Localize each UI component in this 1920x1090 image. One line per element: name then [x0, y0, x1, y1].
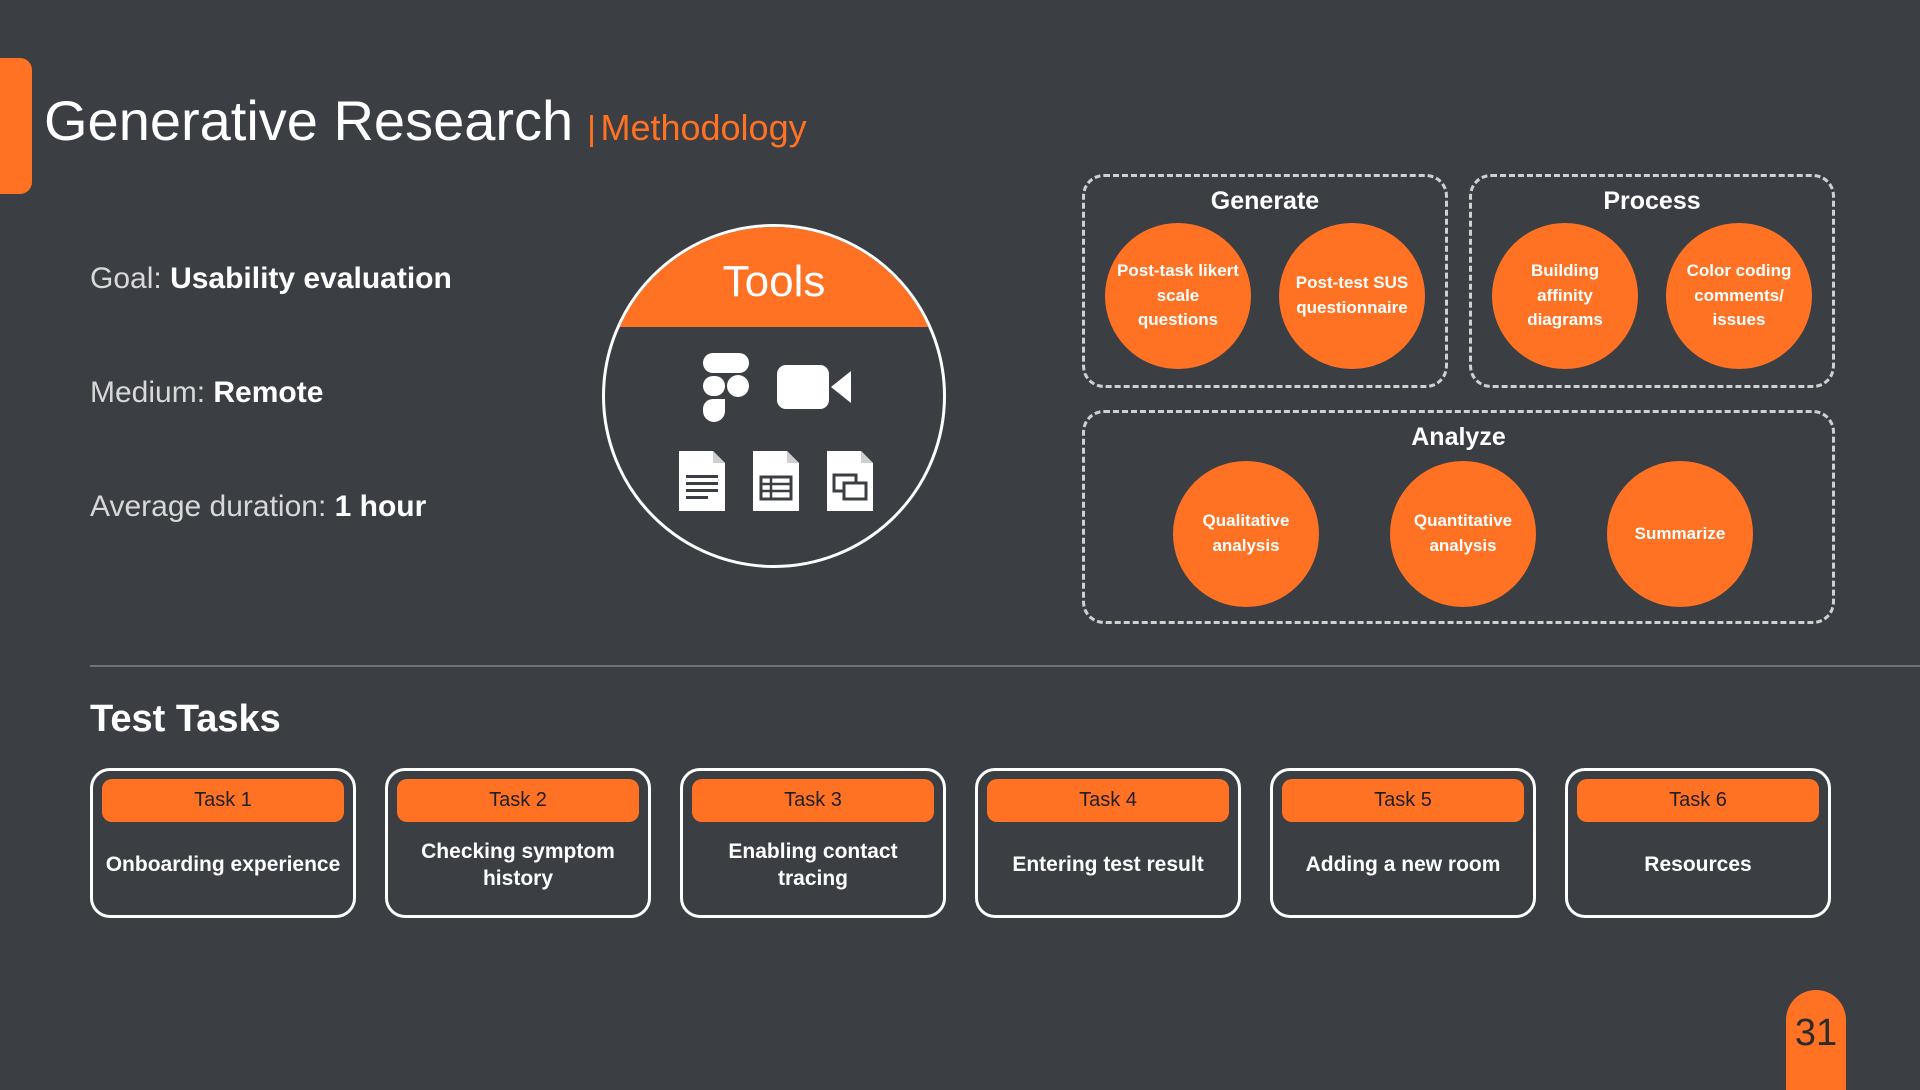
tools-panel: Tools [602, 224, 946, 568]
fact-value: 1 hour [334, 490, 427, 523]
page-title: Generative Research | Methodology [44, 88, 807, 153]
task-tag: Task 2 [397, 779, 639, 822]
process-item: Color coding comments/ issues [1666, 223, 1812, 369]
task-description: Enabling contact tracing [728, 839, 898, 890]
analyze-item: Quantitative analysis [1390, 461, 1536, 607]
process-item: Building affinity diagrams [1492, 223, 1638, 369]
task-description: Adding a new room [1305, 853, 1501, 877]
task-description: Resources [1644, 853, 1752, 877]
task-description: Checking symptom history [421, 839, 615, 890]
page-subtitle: Methodology [600, 107, 807, 148]
task-card-4: Task 4 Entering test result [975, 768, 1241, 918]
fact-medium: Medium: Remote [90, 376, 452, 490]
task-card-3: Task 3 Enabling contact tracing [680, 768, 946, 918]
task-tag: Task 3 [692, 779, 934, 822]
tools-header: Tools [605, 227, 943, 327]
analyze-item: Summarize [1607, 461, 1753, 607]
accent-tab [0, 58, 32, 194]
title-separator: | [587, 110, 596, 148]
generate-box: Generate Post-task likert scale question… [1082, 174, 1448, 388]
tools-title: Tools [722, 257, 826, 306]
figma-icon [703, 353, 749, 422]
page-number: 31 [1786, 990, 1846, 1090]
test-tasks-title: Test Tasks [90, 698, 281, 740]
facts-list: Goal: Usability evaluation Medium: Remot… [90, 262, 452, 604]
task-card-6: Task 6 Resources [1565, 768, 1831, 918]
task-description: Entering test result [1012, 853, 1204, 877]
task-tag: Task 6 [1577, 779, 1819, 822]
generate-item: Post-test SUS questionnaire [1279, 223, 1425, 369]
task-tag: Task 4 [987, 779, 1229, 822]
generate-item: Post-task likert scale questions [1105, 223, 1251, 369]
slides-icon [827, 451, 873, 511]
fact-label: Average duration: [90, 490, 327, 523]
fact-goal: Goal: Usability evaluation [90, 262, 452, 376]
analyze-title: Analyze [1411, 423, 1506, 451]
task-card-1: Task 1 Onboarding experience [90, 768, 356, 918]
process-box: Process Building affinity diagrams Color… [1469, 174, 1835, 388]
task-card-2: Task 2 Checking symptom history [385, 768, 651, 918]
analyze-box: Analyze Qualitative analysis Quantitativ… [1082, 410, 1835, 624]
task-tag: Task 1 [102, 779, 344, 822]
task-card-5: Task 5 Adding a new room [1270, 768, 1536, 918]
fact-label: Goal: [90, 262, 162, 295]
process-title: Process [1603, 187, 1701, 215]
section-divider [90, 665, 1920, 667]
page-title-main: Generative Research [44, 89, 574, 152]
document-icon [679, 451, 725, 511]
task-tag: Task 5 [1282, 779, 1524, 822]
generate-title: Generate [1210, 187, 1320, 215]
analyze-item: Qualitative analysis [1173, 461, 1319, 607]
fact-label: Medium: [90, 376, 206, 409]
fact-value: Remote [213, 376, 324, 409]
task-description: Onboarding experience [105, 853, 341, 877]
fact-value: Usability evaluation [170, 262, 452, 295]
video-camera-icon [777, 365, 851, 409]
spreadsheet-icon [753, 451, 799, 511]
fact-duration: Average duration: 1 hour [90, 490, 452, 604]
